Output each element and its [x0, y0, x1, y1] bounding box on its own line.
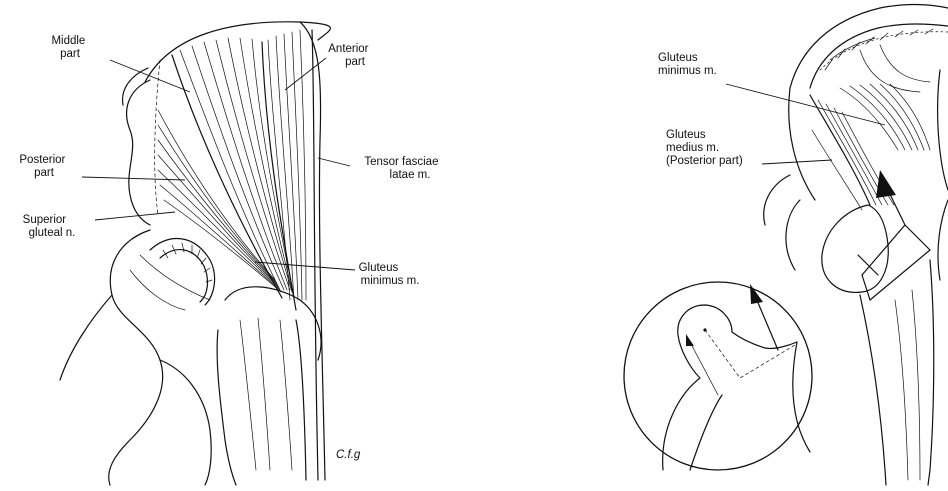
label-tensor-fasciae-latae: Tensor fasciae latae m.	[364, 156, 441, 181]
leader-superior-gluteal-n	[95, 212, 175, 220]
middle-part-fibres	[172, 38, 294, 298]
right-hip-illustration: Gluteus minimus m. Gluteus medius m. (Po…	[624, 5, 948, 485]
femoral-head-stipple	[822, 205, 888, 292]
leader-middle-part	[110, 60, 190, 92]
transfer-arrow-icon	[862, 170, 930, 300]
label-superior-gluteal-n: Superior gluteal n.	[23, 214, 76, 239]
posterior-part-fibres	[158, 110, 281, 292]
anterior-part-fibres	[262, 30, 306, 310]
artist-signature: C.f.g	[336, 449, 361, 461]
inset-detail-circle	[624, 282, 812, 470]
label-gluteus-minimus-left: Gluteus minimus m.	[359, 262, 420, 287]
label-gluteus-minimus-right: Gluteus minimus m.	[658, 52, 717, 77]
left-hip-illustration: Middle part Anterior part Posterior part…	[19, 22, 441, 485]
leader-tensor-fasciae	[318, 158, 350, 166]
leader-gluteus-minimus-right	[726, 84, 885, 125]
label-gluteus-medius: Gluteus medius m. (Posterior part)	[666, 129, 743, 167]
leader-posterior-part	[82, 177, 185, 180]
iliac-crest-hatching	[825, 29, 933, 70]
label-middle-part: Middle part	[51, 35, 88, 60]
label-posterior-part: Posterior part	[19, 154, 68, 179]
label-anterior-part: Anterior part	[328, 43, 371, 68]
